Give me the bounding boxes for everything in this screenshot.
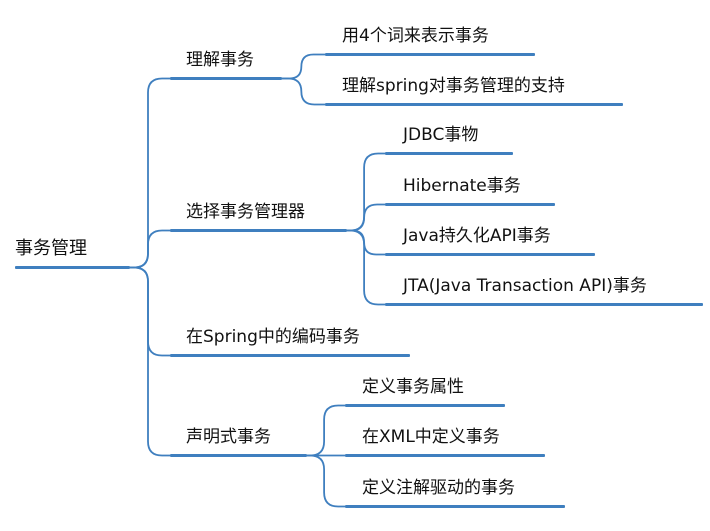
- leaf-label: 理解spring对事务管理的支持: [342, 76, 565, 96]
- leaf-label: Java持久化API事务: [403, 226, 551, 246]
- leaf-underline: [385, 303, 703, 306]
- leaf-underline: [345, 404, 505, 407]
- leaf-spring-support: 理解spring对事务管理的支持: [325, 78, 623, 106]
- leaf-underline: [325, 103, 623, 106]
- branch-underline: [170, 77, 282, 80]
- branch-understand-transactions: 理解事务: [170, 52, 282, 80]
- branch-underline: [170, 454, 307, 457]
- leaf-label: 用4个词来表示事务: [342, 26, 489, 46]
- leaf-jdbc: JDBC事物: [385, 127, 513, 155]
- leaf-hibernate: Hibernate事务: [385, 178, 555, 206]
- leaf-underline: [385, 253, 595, 256]
- leaf-label: JDBC事物: [403, 125, 479, 145]
- root-node: 事务管理: [15, 240, 130, 269]
- branch-label: 理解事务: [186, 50, 254, 70]
- leaf-label: 在XML中定义事务: [362, 427, 500, 447]
- branch-programmatic: 在Spring中的编码事务: [170, 329, 410, 357]
- connector-line: [347, 152, 385, 232]
- branch-choose-manager: 选择事务管理器: [170, 204, 347, 232]
- leaf-underline: [345, 454, 545, 457]
- root-underline: [15, 266, 130, 269]
- connector-line: [307, 404, 345, 457]
- leaf-underline: [385, 203, 555, 206]
- connector-line: [282, 77, 325, 106]
- leaf-underline: [345, 505, 565, 508]
- connector-line: [347, 229, 385, 256]
- leaf-annotation-driven: 定义注解驱动的事务: [345, 480, 565, 508]
- leaf-jta: JTA(Java Transaction API)事务: [385, 278, 703, 306]
- connector-line: [347, 229, 385, 306]
- leaf-label: Hibernate事务: [403, 176, 521, 196]
- leaf-define-attributes: 定义事务属性: [345, 379, 505, 407]
- connector-line: [347, 203, 385, 232]
- leaf-underline: [325, 53, 535, 56]
- leaf-label: 定义事务属性: [362, 377, 464, 397]
- connector-line: [282, 53, 325, 80]
- root-to-branch-choose-manager-connector: [130, 229, 170, 269]
- branch-label: 在Spring中的编码事务: [186, 327, 360, 347]
- leaf-label: JTA(Java Transaction API)事务: [403, 276, 647, 296]
- leaf-jpa: Java持久化API事务: [385, 228, 595, 256]
- branch-label: 选择事务管理器: [186, 202, 305, 222]
- root-to-branch-programmatic-connector: [130, 266, 170, 357]
- branch-label: 声明式事务: [186, 427, 271, 447]
- branch-declarative: 声明式事务: [170, 429, 307, 457]
- connector-line: [307, 454, 345, 508]
- leaf-label: 定义注解驱动的事务: [362, 478, 515, 498]
- branch-underline: [170, 354, 410, 357]
- root-to-branch-declarative-connector: [130, 266, 170, 457]
- leaf-four-words: 用4个词来表示事务: [325, 28, 535, 56]
- root-label: 事务管理: [15, 238, 87, 259]
- branch-underline: [170, 229, 347, 232]
- root-to-branch-understand-transactions-connector: [130, 77, 170, 269]
- leaf-underline: [385, 152, 513, 155]
- leaf-xml-define: 在XML中定义事务: [345, 429, 545, 457]
